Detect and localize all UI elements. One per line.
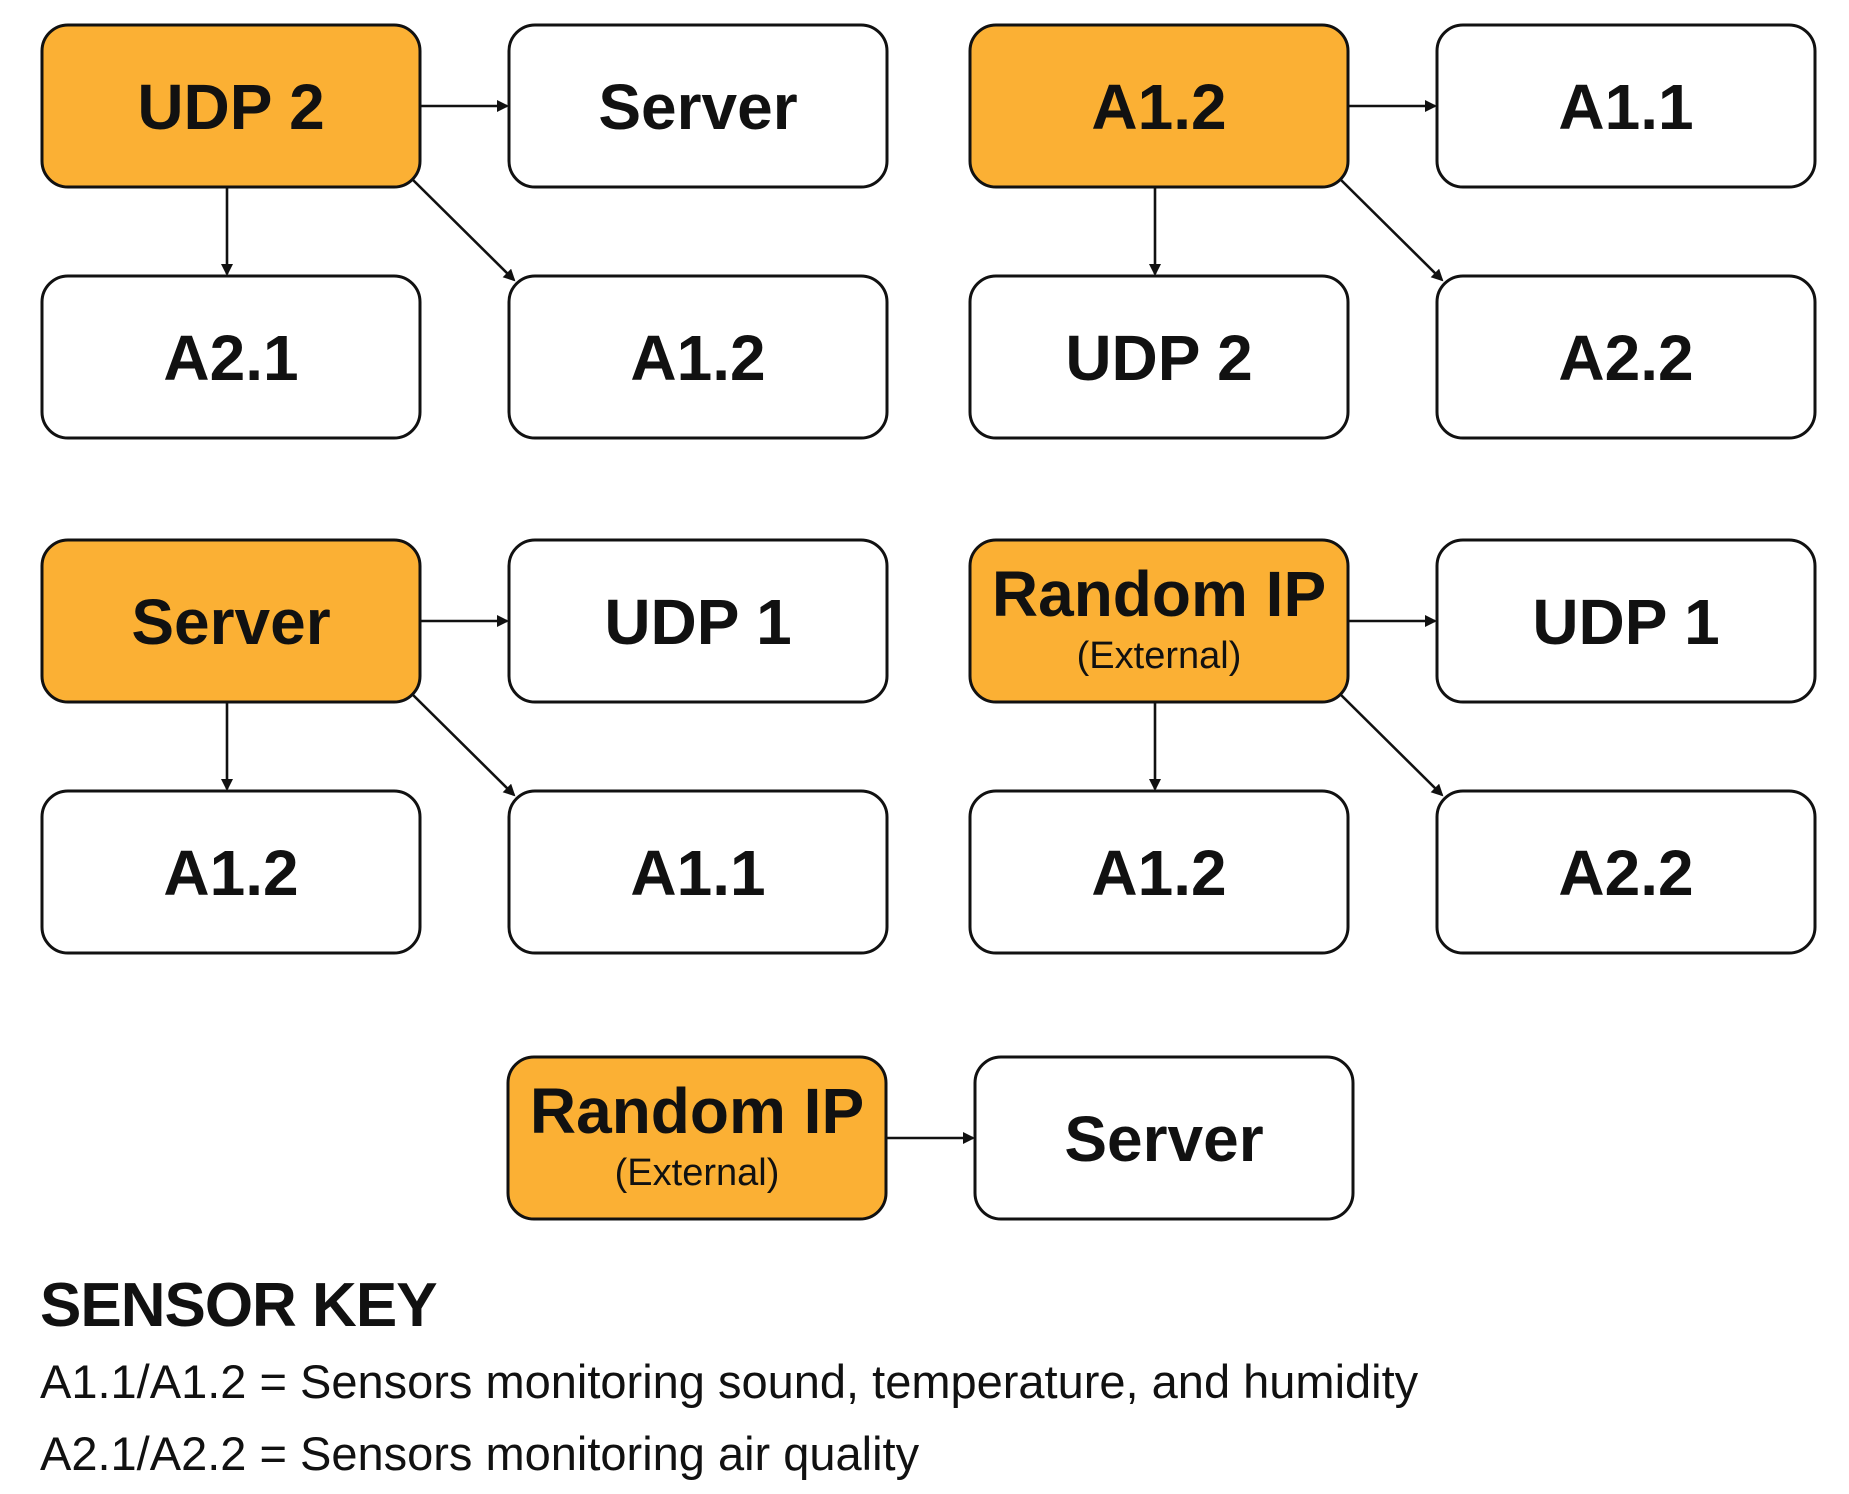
group-4-right-box	[1435, 538, 1817, 704]
group-3-source-box	[40, 538, 422, 704]
group-1-diagonal-node-a1-2: A1.2	[507, 274, 889, 440]
group-3-right-box	[507, 538, 889, 704]
group-3-below-node-a1-2: A1.2	[40, 789, 422, 955]
edges-layer	[221, 100, 1444, 1144]
group-2-diagonal-label: A2.2	[1558, 322, 1693, 394]
sensor-key-line-a1: A1.1/A1.2 = Sensors monitoring sound, te…	[40, 1355, 1419, 1408]
group-2-diagonal-box	[1435, 274, 1817, 440]
group-2-below-label: UDP 2	[1065, 322, 1252, 394]
group-1-below-label: A2.1	[163, 322, 298, 394]
group-4-diagonal-node-a2-2: A2.2	[1435, 789, 1817, 955]
group-3-arrow-diagonal	[409, 691, 516, 797]
group-2-below-node-udp-2: UDP 2	[968, 274, 1350, 440]
group-2-source-label: A1.2	[1091, 71, 1226, 143]
group-1-source-node-udp-2: UDP 2	[40, 23, 422, 189]
pair-target-label: Server	[1064, 1103, 1263, 1175]
pair-target-box	[973, 1055, 1355, 1221]
group-1-source-label: UDP 2	[137, 71, 324, 143]
pair-source-label: Random IP	[530, 1075, 864, 1147]
pair-source-box	[506, 1055, 888, 1221]
group-1-source-box	[40, 23, 422, 189]
group-1-below-box	[40, 274, 422, 440]
group-3-source-label: Server	[131, 586, 330, 658]
pair-target-node-server: Server	[973, 1055, 1355, 1221]
group-3-diagonal-node-a1-1: A1.1	[507, 789, 889, 955]
sensor-key-title: SENSOR KEY	[40, 1271, 438, 1340]
group-1-right-box	[507, 23, 889, 189]
group-3-diagonal-box	[507, 789, 889, 955]
sensor-key: SENSOR KEY A1.1/A1.2 = Sensors monitorin…	[40, 1270, 1820, 1490]
group-4-source-node-random-ip: Random IP (External)	[968, 538, 1350, 704]
group-4-right-label: UDP 1	[1532, 586, 1719, 658]
group-2-right-node-a1-1: A1.1	[1435, 23, 1817, 189]
group-1-diagonal-box	[507, 274, 889, 440]
group-1-diagonal-label: A1.2	[630, 322, 765, 394]
group-4-source-box	[968, 538, 1350, 704]
group-1-right-node-server: Server	[507, 23, 889, 189]
group-4-diagonal-box	[1435, 789, 1817, 955]
group-4-below-node-a1-2: A1.2	[968, 789, 1350, 955]
group-3-below-box	[40, 789, 422, 955]
group-2-source-node-a1-2: A1.2	[968, 23, 1350, 189]
group-2-below-box	[968, 274, 1350, 440]
group-3-right-label: UDP 1	[604, 586, 791, 658]
group-3-below-label: A1.2	[163, 837, 298, 909]
group-3-diagonal-label: A1.1	[630, 837, 765, 909]
group-4-right-node-udp-1: UDP 1	[1435, 538, 1817, 704]
group-1-right-label: Server	[598, 71, 797, 143]
group-2-diagonal-node-a2-2: A2.2	[1435, 274, 1817, 440]
sensor-key-line-a2: A2.1/A2.2 = Sensors monitoring air quali…	[40, 1427, 920, 1480]
group-4-source-label: Random IP	[992, 558, 1326, 630]
group-4-source-sublabel: (External)	[1077, 635, 1242, 677]
group-4-arrow-diagonal	[1337, 691, 1444, 797]
group-2-arrow-diagonal	[1337, 176, 1444, 282]
group-1-arrow-diagonal	[409, 176, 516, 282]
group-4-below-box	[968, 789, 1350, 955]
group-2-right-label: A1.1	[1558, 71, 1693, 143]
pair-source-node-random-ip: Random IP (External)	[506, 1055, 888, 1221]
pair-source-sublabel: (External)	[615, 1152, 780, 1194]
group-2-source-box	[968, 23, 1350, 189]
group-4-diagonal-label: A2.2	[1558, 837, 1693, 909]
group-3-right-node-udp-1: UDP 1	[507, 538, 889, 704]
group-2-right-box	[1435, 23, 1817, 189]
group-1-below-node-a2-1: A2.1	[40, 274, 422, 440]
group-3-source-node-server: Server	[40, 538, 422, 704]
group-4-below-label: A1.2	[1091, 837, 1226, 909]
